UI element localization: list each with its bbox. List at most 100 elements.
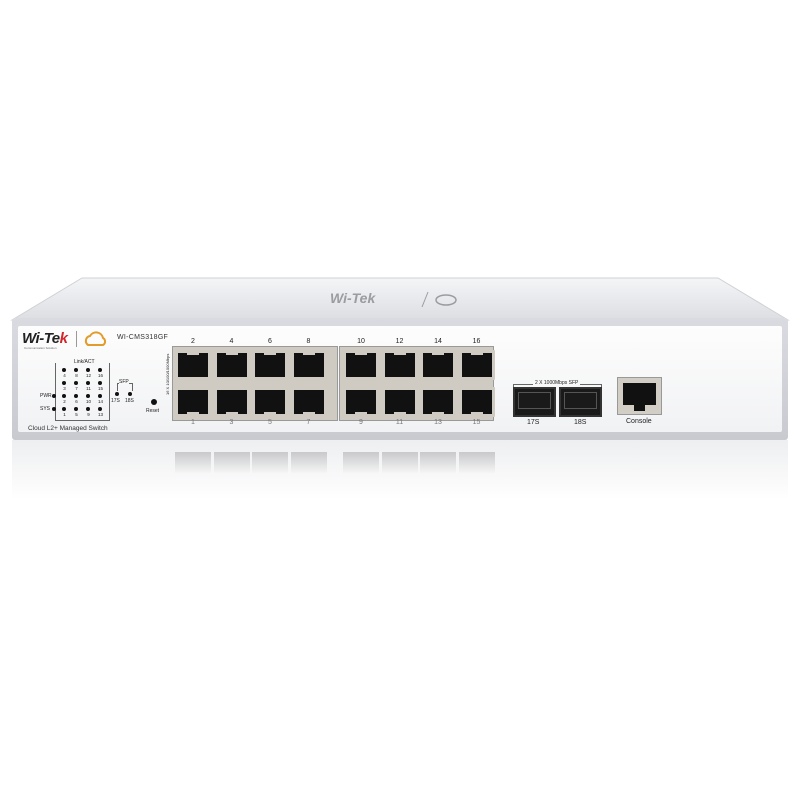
port-number: 13 <box>434 419 442 426</box>
link-led-number: 7 <box>75 386 78 391</box>
link-led-number: 10 <box>85 399 91 404</box>
port-reflection <box>458 452 495 474</box>
product-subtitle: Cloud L2+ Managed Switch <box>28 425 108 432</box>
sys-led <box>52 407 56 411</box>
ethernet-port-11[interactable] <box>381 387 418 417</box>
pwr-led <box>52 394 56 398</box>
svg-text:Wi-Tek: Wi-Tek <box>330 290 376 306</box>
ethernet-port-4[interactable] <box>213 350 250 380</box>
link-led-number: 11 <box>86 386 91 391</box>
link-led <box>86 407 90 411</box>
sfp-led-17s <box>115 392 119 396</box>
ethernet-port-1[interactable] <box>175 387 211 417</box>
brand-logo-text: Wi-Te <box>22 330 60 347</box>
ethernet-port-3[interactable] <box>213 387 250 417</box>
logo-divider <box>76 331 77 347</box>
model-name: WI-CMS318GF <box>117 334 169 341</box>
sfp-port-18s[interactable] <box>559 387 602 417</box>
link-led <box>86 381 90 385</box>
port-number: 2 <box>191 338 195 345</box>
sfp-led-18s <box>128 392 132 396</box>
ethernet-port-10[interactable] <box>343 350 379 380</box>
port-reflection <box>420 452 456 474</box>
link-led <box>74 407 78 411</box>
sfp-label: 2 X 1000Mbps SFP <box>533 380 581 386</box>
sfp-port-label-18s: 18S <box>574 419 587 426</box>
link-led-number: 16 <box>97 373 103 378</box>
brand-tagline: Communication Solution <box>24 346 57 350</box>
link-led <box>62 407 66 411</box>
ethernet-port-12[interactable] <box>381 350 418 380</box>
console-port-socket <box>623 383 656 411</box>
link-led-number: 15 <box>97 386 103 391</box>
ethernet-port-5[interactable] <box>252 387 288 417</box>
port-reflection <box>213 452 250 474</box>
ethernet-port-7[interactable] <box>290 387 327 417</box>
link-led <box>62 394 66 398</box>
port-number: 8 <box>306 338 311 345</box>
pwr-label: PWR <box>40 393 52 399</box>
port-block-label: 16 X 10/100/1000Mbps <box>165 353 170 395</box>
link-led-number: 8 <box>75 373 78 378</box>
port-number: 6 <box>268 338 272 345</box>
link-act-label: Link/ACT <box>73 359 96 365</box>
port-reflection <box>381 452 418 474</box>
cloud-icon <box>84 331 107 346</box>
link-led <box>74 381 78 385</box>
ethernet-port-13[interactable] <box>420 387 456 417</box>
sfp-port-17s[interactable] <box>513 387 556 417</box>
link-led-number: 4 <box>63 373 66 378</box>
link-led <box>86 394 90 398</box>
link-led <box>98 407 102 411</box>
link-led-number: 14 <box>97 399 103 404</box>
link-led <box>74 368 78 372</box>
reset-label: Reset <box>146 408 160 414</box>
reset-button[interactable] <box>151 399 157 405</box>
console-port[interactable] <box>617 377 662 415</box>
switch-reflection <box>12 440 788 500</box>
ethernet-port-8[interactable] <box>290 350 327 380</box>
link-led <box>62 368 66 372</box>
port-number: 1 <box>191 419 195 426</box>
link-led-number: 2 <box>63 399 66 404</box>
link-led-number: 12 <box>85 373 91 378</box>
sys-label: SYS <box>40 406 51 412</box>
ethernet-port-6[interactable] <box>252 350 288 380</box>
link-led <box>98 381 102 385</box>
ethernet-port-15[interactable] <box>458 387 495 417</box>
port-reflection <box>343 452 379 474</box>
ethernet-port-16[interactable] <box>458 350 495 380</box>
port-number: 5 <box>268 419 272 426</box>
sfp-led-label-17s: 17S <box>111 398 120 404</box>
link-led-number: 13 <box>97 412 103 417</box>
port-number: 3 <box>229 419 234 426</box>
link-led <box>62 381 66 385</box>
port-number: 9 <box>359 419 363 426</box>
port-number: 12 <box>395 338 404 345</box>
port-number: 4 <box>229 338 234 345</box>
ethernet-port-9[interactable] <box>343 387 379 417</box>
port-number: 16 <box>472 338 481 345</box>
port-reflection <box>290 452 327 474</box>
link-led-number: 3 <box>63 386 66 391</box>
sfp-led-label-18s: 18S <box>125 398 134 404</box>
brand-logo: Wi-Tek <box>22 330 68 347</box>
port-reflection <box>252 452 288 474</box>
link-led-number: 5 <box>75 412 78 417</box>
link-led-number: 6 <box>75 399 78 404</box>
link-led <box>98 368 102 372</box>
console-label: Console <box>626 418 652 425</box>
link-led <box>98 394 102 398</box>
port-number: 10 <box>357 338 365 345</box>
port-number: 14 <box>434 338 442 345</box>
port-reflection <box>175 452 211 474</box>
port-number: 15 <box>472 419 481 426</box>
brand-logo-accent: k <box>59 330 68 347</box>
sfp-led-label: SFP <box>119 379 129 385</box>
ethernet-port-14[interactable] <box>420 350 456 380</box>
link-led <box>86 368 90 372</box>
port-number: 7 <box>306 419 311 426</box>
link-led-number: 1 <box>63 412 66 417</box>
ethernet-port-2[interactable] <box>175 350 211 380</box>
